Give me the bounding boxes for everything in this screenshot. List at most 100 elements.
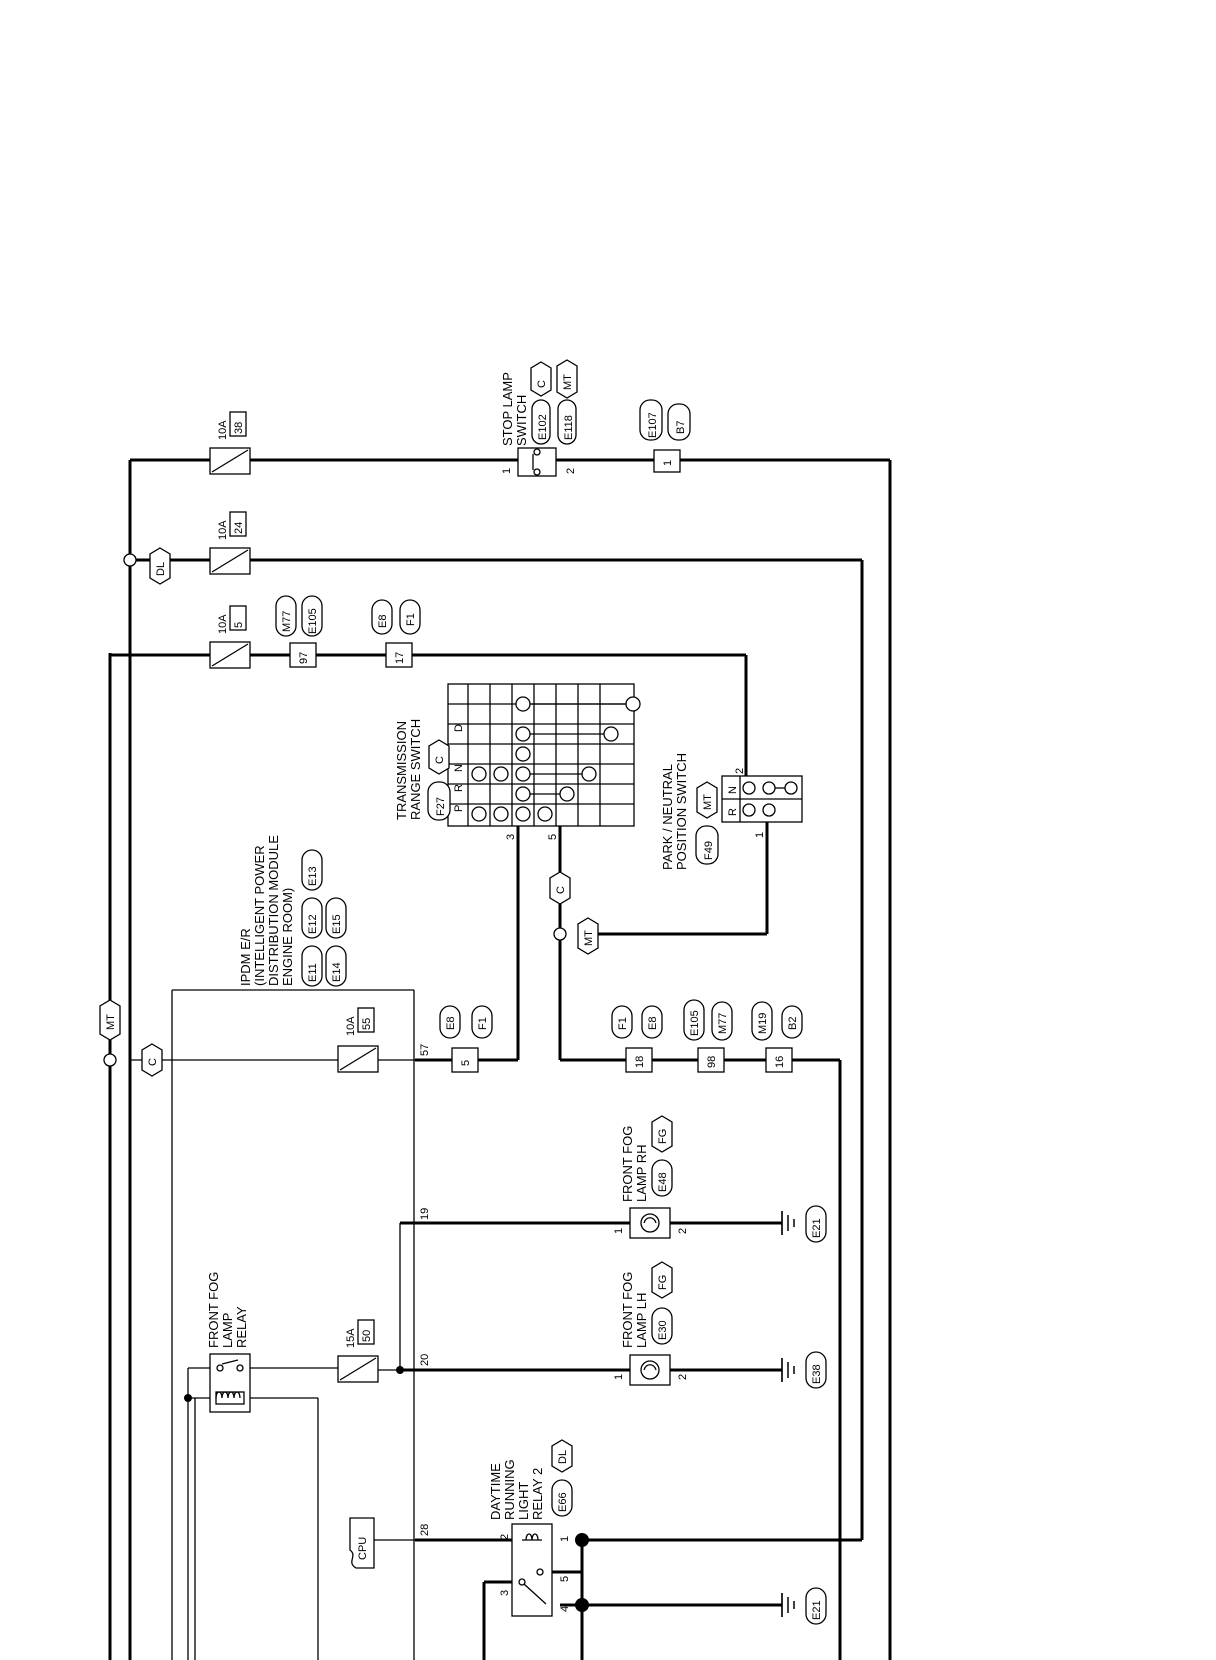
svg-text:SWITCH: SWITCH bbox=[514, 395, 529, 446]
svg-text:F49: F49 bbox=[703, 841, 715, 860]
svg-text:57: 57 bbox=[419, 1044, 431, 1056]
svg-text:MT: MT bbox=[702, 794, 714, 810]
svg-text:FRONT FOG: FRONT FOG bbox=[206, 1272, 221, 1348]
svg-text:DL: DL bbox=[155, 562, 167, 576]
splice-mt bbox=[553, 927, 567, 941]
splice-c bbox=[103, 1053, 117, 1067]
transmission-range-switch: P R N D 3 5 TRANSMISSION bbox=[394, 683, 641, 840]
svg-text:MT: MT bbox=[583, 930, 595, 946]
svg-text:E8: E8 bbox=[647, 1017, 659, 1030]
svg-text:E107: E107 bbox=[647, 412, 659, 438]
fuse-55: 10A 55 bbox=[337, 1007, 379, 1073]
ipdm-label: IPDM E/R (INTELLIGENT POWER DISTRIBUTION… bbox=[238, 835, 431, 1536]
svg-text:E105: E105 bbox=[307, 608, 319, 634]
svg-text:PARK / NEUTRAL: PARK / NEUTRAL bbox=[660, 764, 675, 870]
svg-text:ENGINE ROOM): ENGINE ROOM) bbox=[280, 888, 295, 986]
svg-text:B7: B7 bbox=[675, 421, 687, 434]
svg-text:5: 5 bbox=[559, 1576, 571, 1582]
svg-text:RELAY: RELAY bbox=[234, 1306, 249, 1348]
svg-text:CPU: CPU bbox=[357, 1537, 369, 1560]
svg-text:98: 98 bbox=[706, 1056, 718, 1068]
tag-c-trs: C bbox=[549, 871, 571, 905]
svg-text:5: 5 bbox=[233, 622, 245, 628]
svg-text:(INTELLIGENT POWER: (INTELLIGENT POWER bbox=[252, 845, 267, 986]
svg-text:POSITION SWITCH: POSITION SWITCH bbox=[674, 753, 689, 870]
connector-5: 5 E8 F1 bbox=[439, 1005, 493, 1073]
fuse-5: 10A 5 bbox=[209, 605, 251, 669]
svg-text:N: N bbox=[727, 786, 739, 794]
svg-text:TRANSMISSION: TRANSMISSION bbox=[394, 721, 409, 820]
svg-text:16: 16 bbox=[774, 1056, 786, 1068]
trs-contacts bbox=[471, 696, 641, 822]
front-fog-lamp-rh: 1 2 FRONT FOG LAMP RH E48 FG E21 bbox=[613, 1115, 827, 1243]
connector-97: 97 M77 E105 bbox=[275, 595, 323, 668]
svg-text:RELAY 2: RELAY 2 bbox=[530, 1468, 545, 1520]
svg-text:F1: F1 bbox=[617, 1017, 629, 1030]
svg-text:1: 1 bbox=[501, 468, 513, 474]
svg-text:2: 2 bbox=[565, 468, 577, 474]
svg-text:97: 97 bbox=[298, 652, 310, 664]
svg-text:C: C bbox=[147, 1058, 159, 1066]
svg-text:18: 18 bbox=[634, 1056, 646, 1068]
svg-text:STOP LAMP: STOP LAMP bbox=[500, 372, 515, 446]
svg-text:D: D bbox=[453, 724, 465, 732]
svg-text:MT: MT bbox=[562, 374, 574, 390]
svg-text:DL: DL bbox=[557, 1450, 569, 1464]
svg-text:2: 2 bbox=[677, 1374, 689, 1380]
svg-text:5: 5 bbox=[460, 1060, 472, 1066]
fuse-38: 10A 38 bbox=[209, 411, 251, 475]
svg-text:15A: 15A bbox=[345, 1328, 357, 1348]
front-fog-lamp-lh: 1 2 FRONT FOG LAMP LH E30 FG E38 bbox=[613, 1261, 827, 1389]
svg-text:E21: E21 bbox=[811, 1600, 823, 1620]
junction-drl-bottom bbox=[575, 1598, 589, 1612]
svg-text:4: 4 bbox=[559, 1606, 571, 1612]
svg-text:R: R bbox=[453, 784, 465, 792]
svg-text:E12: E12 bbox=[307, 914, 319, 934]
svg-text:F1: F1 bbox=[405, 613, 417, 626]
svg-text:F27: F27 bbox=[435, 797, 447, 816]
svg-text:1: 1 bbox=[559, 1536, 571, 1542]
svg-text:10A: 10A bbox=[217, 420, 229, 440]
tag-mt-left: MT bbox=[99, 999, 121, 1041]
svg-text:50: 50 bbox=[361, 1330, 373, 1342]
cpu-block: CPU bbox=[349, 1517, 375, 1569]
svg-text:FRONT FOG: FRONT FOG bbox=[620, 1126, 635, 1202]
svg-text:10A: 10A bbox=[345, 1016, 357, 1036]
ipdm-internal-lines bbox=[130, 989, 415, 1660]
svg-text:LAMP: LAMP bbox=[220, 1313, 235, 1348]
svg-text:2: 2 bbox=[677, 1228, 689, 1234]
front-fog-lamp-relay: FRONT FOG LAMP RELAY bbox=[206, 1272, 251, 1413]
svg-text:E38: E38 bbox=[811, 1364, 823, 1384]
daytime-running-light-relay-2: 2 3 1 5 4 DAYTIME RUNNING LIGHT RELAY 2 … bbox=[488, 1439, 827, 1625]
svg-text:2: 2 bbox=[734, 768, 746, 774]
svg-text:DAYTIME: DAYTIME bbox=[488, 1463, 503, 1520]
connector-16: 16 M19 B2 bbox=[751, 1001, 803, 1073]
junction-drl-top bbox=[575, 1533, 589, 1547]
svg-text:1: 1 bbox=[754, 832, 766, 838]
svg-text:M77: M77 bbox=[717, 1013, 729, 1034]
svg-text:E13: E13 bbox=[307, 866, 319, 886]
tag-c-left: C bbox=[141, 1043, 163, 1077]
tag-mt-trs: MT bbox=[577, 917, 599, 955]
junction-fog bbox=[396, 1366, 404, 1374]
svg-text:LIGHT: LIGHT bbox=[516, 1482, 531, 1520]
svg-text:1: 1 bbox=[613, 1374, 625, 1380]
svg-text:55: 55 bbox=[361, 1018, 373, 1030]
connector-98: 98 E105 M77 bbox=[683, 999, 733, 1073]
svg-text:5: 5 bbox=[547, 834, 559, 840]
svg-text:3: 3 bbox=[505, 834, 517, 840]
tag-dl: DL bbox=[149, 547, 171, 585]
svg-text:FG: FG bbox=[657, 1275, 669, 1290]
svg-text:E48: E48 bbox=[657, 1172, 669, 1192]
svg-text:LAMP RH: LAMP RH bbox=[634, 1144, 649, 1202]
svg-text:IPDM E/R: IPDM E/R bbox=[238, 928, 253, 986]
svg-text:10A: 10A bbox=[217, 520, 229, 540]
svg-text:10A: 10A bbox=[217, 614, 229, 634]
svg-text:DISTRIBUTION MODULE: DISTRIBUTION MODULE bbox=[266, 835, 281, 986]
connector-e107-b7: 1 E107 B7 bbox=[639, 399, 691, 473]
fuse-24: 10A 24 bbox=[209, 511, 251, 575]
svg-text:RUNNING: RUNNING bbox=[502, 1459, 517, 1520]
fuse-50: 15A 50 bbox=[337, 1319, 379, 1383]
svg-text:1: 1 bbox=[613, 1228, 625, 1234]
